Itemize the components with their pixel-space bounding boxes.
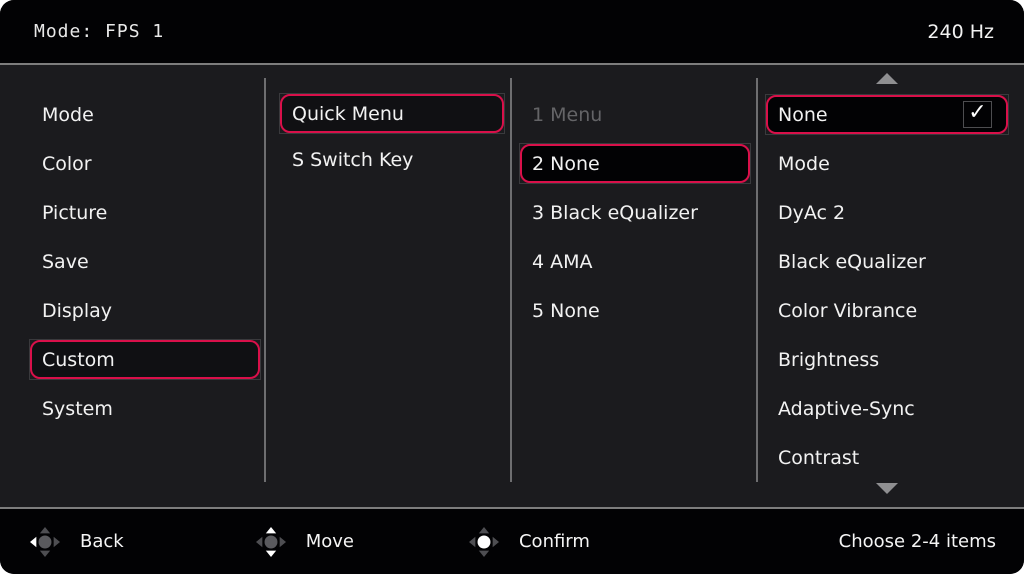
menu-item-display[interactable]: Display [42,299,113,322]
slot-item-5[interactable]: 5 None [532,299,600,322]
confirm-hint: Confirm [468,526,590,557]
option-label: None [778,103,828,126]
option-item-adaptive-sync[interactable]: Adaptive-Sync [778,397,915,420]
menu-item-color[interactable]: Color [42,152,92,175]
osd-main-area: Mode Color Picture Save Display Custom S… [0,65,1024,507]
menu-item-save[interactable]: Save [42,250,89,273]
column-divider [756,78,758,482]
option-item-black-equalizer[interactable]: Black eQualizer [778,250,926,273]
current-mode-label: Mode: FPS 1 [34,21,165,42]
back-hint: Back [30,526,124,557]
option-item-none[interactable]: None ✓ [765,94,1009,135]
header-divider [0,63,1024,65]
confirm-label: Confirm [518,531,590,552]
submenu-item-s-switch-key[interactable]: S Switch Key [292,148,414,171]
option-item-contrast[interactable]: Contrast [778,446,860,469]
menu-item-mode[interactable]: Mode [42,103,94,126]
column-divider [264,78,266,482]
joystick-press-icon [468,526,499,557]
scroll-down-icon[interactable] [766,483,1008,494]
option-item-color-vibrance[interactable]: Color Vibrance [778,299,918,322]
menu-item-system[interactable]: System [42,397,113,420]
osd-header: Mode: FPS 1 240 Hz [0,0,1024,63]
joystick-left-icon [30,526,60,557]
move-label: Move [305,531,354,552]
back-label: Back [80,531,124,552]
submenu-item-quick-menu[interactable]: Quick Menu [279,93,505,134]
column-divider [510,78,512,482]
osd-footer: Back Move Confirm Choose 2-4 items [0,509,1024,574]
option-item-brightness[interactable]: Brightness [778,348,880,371]
slot-item-2[interactable]: 2 None [519,143,751,184]
footer-divider [0,507,1024,509]
option-item-dyac-2[interactable]: DyAc 2 [778,201,846,224]
option-item-mode[interactable]: Mode [778,152,830,175]
move-hint: Move [255,526,354,557]
slot-item-1: 1 Menu [532,103,603,126]
slot-item-4[interactable]: 4 AMA [532,250,593,273]
slot-item-3[interactable]: 3 Black eQualizer [532,201,698,224]
scroll-up-icon[interactable] [766,73,1008,84]
refresh-rate-label: 240 Hz [927,20,994,43]
choose-items-hint: Choose 2-4 items [838,531,996,552]
checkmark-icon: ✓ [963,101,992,128]
joystick-up-down-icon [255,526,286,557]
menu-item-custom[interactable]: Custom [29,339,261,380]
menu-item-picture[interactable]: Picture [42,201,108,224]
